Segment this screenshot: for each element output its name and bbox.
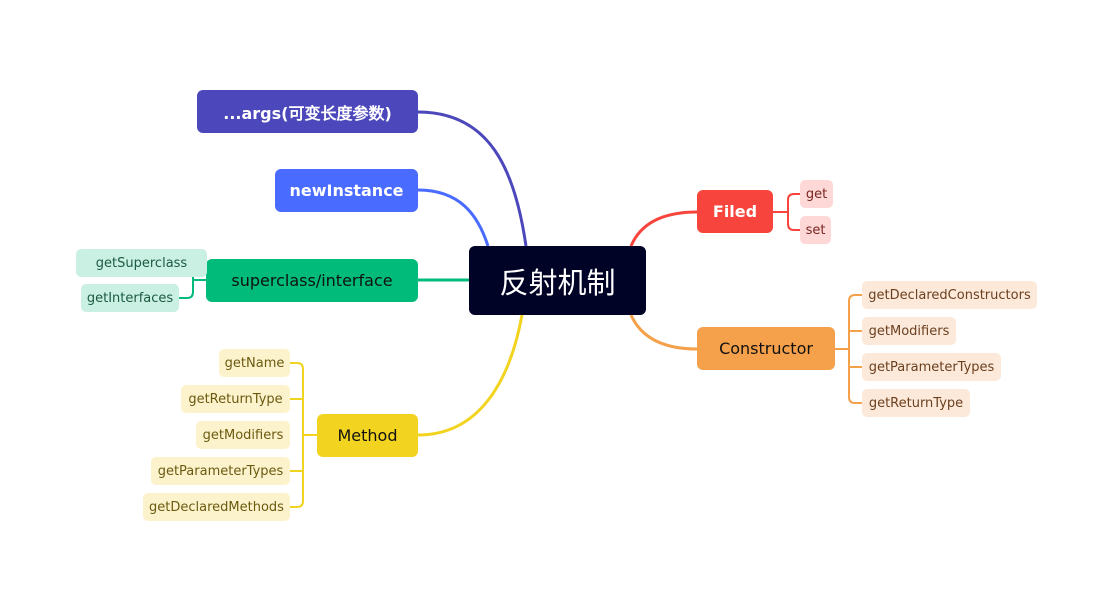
branch-method[interactable]: Method xyxy=(317,414,418,457)
branch-args[interactable]: ...args(可变长度参数) xyxy=(197,90,418,133)
branch-filed[interactable]: Filed xyxy=(697,190,773,233)
leaf-getreturntype[interactable]: getReturnType xyxy=(181,385,290,413)
leaf-getsuperclass[interactable]: getSuperclass xyxy=(76,249,207,277)
leaf-getdeclaredconstructors[interactable]: getDeclaredConstructors xyxy=(862,281,1037,309)
leaf-getmodifiers[interactable]: getModifiers xyxy=(196,421,290,449)
leaf-set[interactable]: set xyxy=(800,216,831,244)
root-node[interactable]: 反射机制 xyxy=(469,246,646,315)
leaf-getreturntype[interactable]: getReturnType xyxy=(862,389,970,417)
leaf-getname[interactable]: getName xyxy=(219,349,290,377)
branch-constructor[interactable]: Constructor xyxy=(697,327,835,370)
leaf-getparametertypes[interactable]: getParameterTypes xyxy=(151,457,290,485)
leaf-getdeclaredmethods[interactable]: getDeclaredMethods xyxy=(143,493,290,521)
branch-newinstance[interactable]: newInstance xyxy=(275,169,418,212)
leaf-getinterfaces[interactable]: getInterfaces xyxy=(81,284,179,312)
leaf-getmodifiers[interactable]: getModifiers xyxy=(862,317,956,345)
leaf-get[interactable]: get xyxy=(800,180,833,208)
branch-superclass-interface[interactable]: superclass/interface xyxy=(206,259,418,302)
leaf-getparametertypes[interactable]: getParameterTypes xyxy=(862,353,1001,381)
